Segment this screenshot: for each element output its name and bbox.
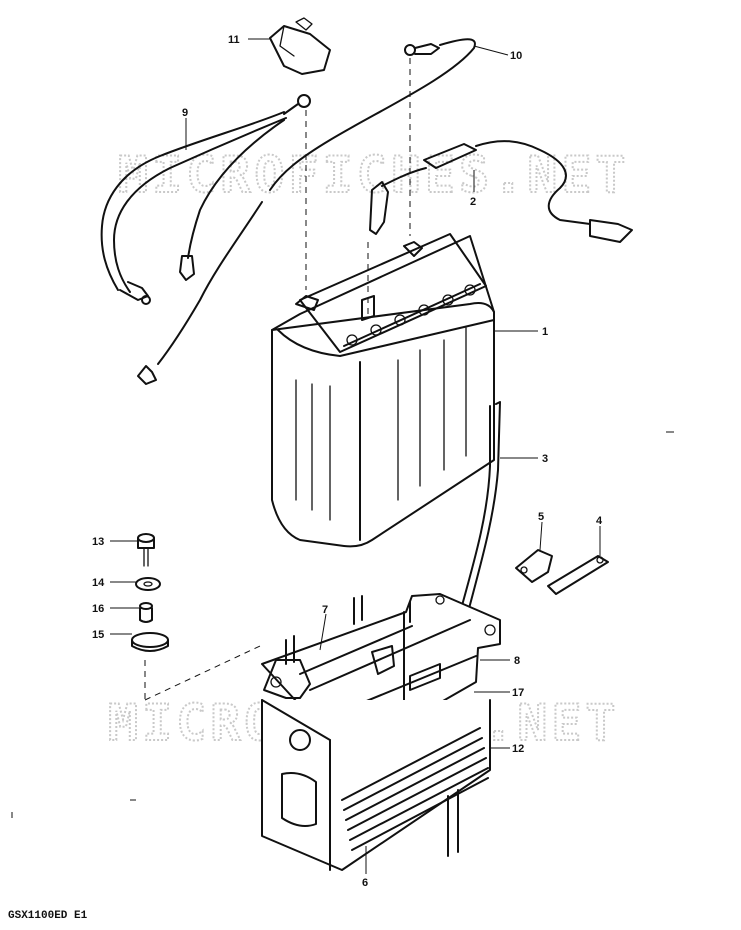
part-1-battery <box>271 233 495 548</box>
callout-6: 6 <box>362 877 368 889</box>
part-9-negative-cable <box>100 94 311 305</box>
battery-cell-caps <box>346 284 476 346</box>
part-13-bolt <box>137 533 155 567</box>
callout-5: 5 <box>538 511 544 523</box>
part-10-positive-cable <box>137 38 476 385</box>
callout-11: 11 <box>228 34 240 46</box>
callout-15: 15 <box>92 629 104 641</box>
callout-2: 2 <box>470 196 476 208</box>
part-5-clamp <box>515 549 553 583</box>
callout-8: 8 <box>514 655 520 667</box>
callout-9: 9 <box>182 107 188 119</box>
assembly-lines <box>144 58 411 701</box>
part-11-terminal-cover <box>269 17 331 75</box>
callout-16: 16 <box>92 603 104 615</box>
part-4-clamp-strip <box>547 555 609 595</box>
part-2-lead-wire <box>369 140 633 243</box>
callout-1: 1 <box>542 326 548 338</box>
callout-13: 13 <box>92 536 104 548</box>
callout-7: 7 <box>322 604 328 616</box>
part-3-breather-tube <box>457 401 501 621</box>
part-16-spacer <box>139 602 153 623</box>
callout-17: 17 <box>512 687 524 699</box>
part-15-cushion <box>131 632 169 652</box>
callout-labels: 11 10 9 2 1 3 5 4 7 8 17 12 6 13 14 16 1… <box>92 34 603 889</box>
callout-14: 14 <box>92 577 105 589</box>
leader-lines <box>110 38 601 874</box>
part-12-battery-tray <box>261 699 491 871</box>
callout-10: 10 <box>510 50 522 62</box>
model-code: GSX1100ED E1 <box>8 910 88 922</box>
part-14-washer <box>135 577 161 591</box>
callout-4: 4 <box>596 515 603 527</box>
callout-3: 3 <box>542 453 548 465</box>
callout-12: 12 <box>512 743 524 755</box>
